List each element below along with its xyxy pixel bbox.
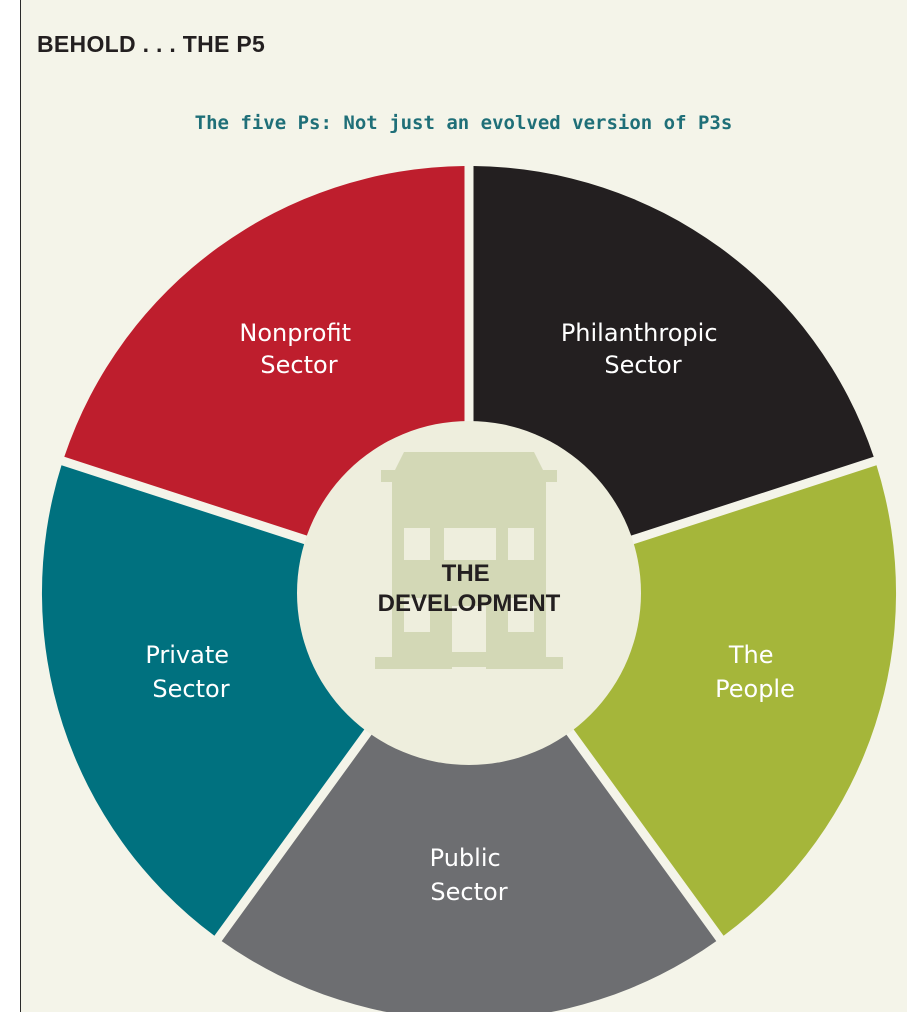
segment-people-shape <box>560 465 897 936</box>
center-label-line1: THE <box>442 560 490 587</box>
segment-nonprofit-label: Nonprofit Sector <box>239 319 358 379</box>
building-base <box>375 657 563 669</box>
segment-nonprofit: Nonprofit Sector <box>64 166 465 543</box>
segment-philanthropic: Philanthropic Sector <box>473 166 874 543</box>
segment-private-label: Private Sector <box>145 641 236 703</box>
segment-private-shape <box>41 465 378 936</box>
building-roof-base <box>381 470 557 482</box>
header-title: BEHOLD . . . THE P5 <box>37 31 266 57</box>
building-icon <box>375 452 563 681</box>
building-roof <box>395 452 543 470</box>
segment-people-label-line1: The <box>728 641 774 669</box>
segment-nonprofit-label-line2: Sector <box>260 351 337 379</box>
segment-nonprofit-label-line1: Nonprofit <box>239 319 351 347</box>
center-label: THE DEVELOPMENT <box>378 560 561 617</box>
segment-private: Private Sector <box>41 465 378 936</box>
segment-private-label-line1: Private <box>145 641 229 669</box>
segment-philanthropic-label-line1: Philanthropic <box>561 319 718 347</box>
building-steps <box>450 667 488 681</box>
segment-nonprofit-shape <box>64 166 465 543</box>
segment-public-label: Public Sector <box>430 844 509 906</box>
building-windows <box>404 528 534 652</box>
segment-public: Public Sector <box>221 716 717 1012</box>
segment-people-label-line2: People <box>715 675 795 703</box>
segment-private-label-line2: Sector <box>152 675 229 703</box>
segment-public-label-line2: Sector <box>430 878 507 906</box>
segment-philanthropic-shape <box>473 166 874 543</box>
segment-philanthropic-label-line2: Sector <box>604 351 681 379</box>
left-border <box>20 0 21 1012</box>
diagram-subtitle: The five Ps: Not just an evolved version… <box>194 112 733 134</box>
segment-people: The People <box>560 465 897 936</box>
segment-philanthropic-label: Philanthropic Sector <box>561 319 725 379</box>
center-label-line2: DEVELOPMENT <box>378 590 561 617</box>
segment-people-label: The People <box>715 641 795 703</box>
segment-public-shape <box>221 716 717 1012</box>
segment-public-label-line1: Public <box>430 844 501 872</box>
